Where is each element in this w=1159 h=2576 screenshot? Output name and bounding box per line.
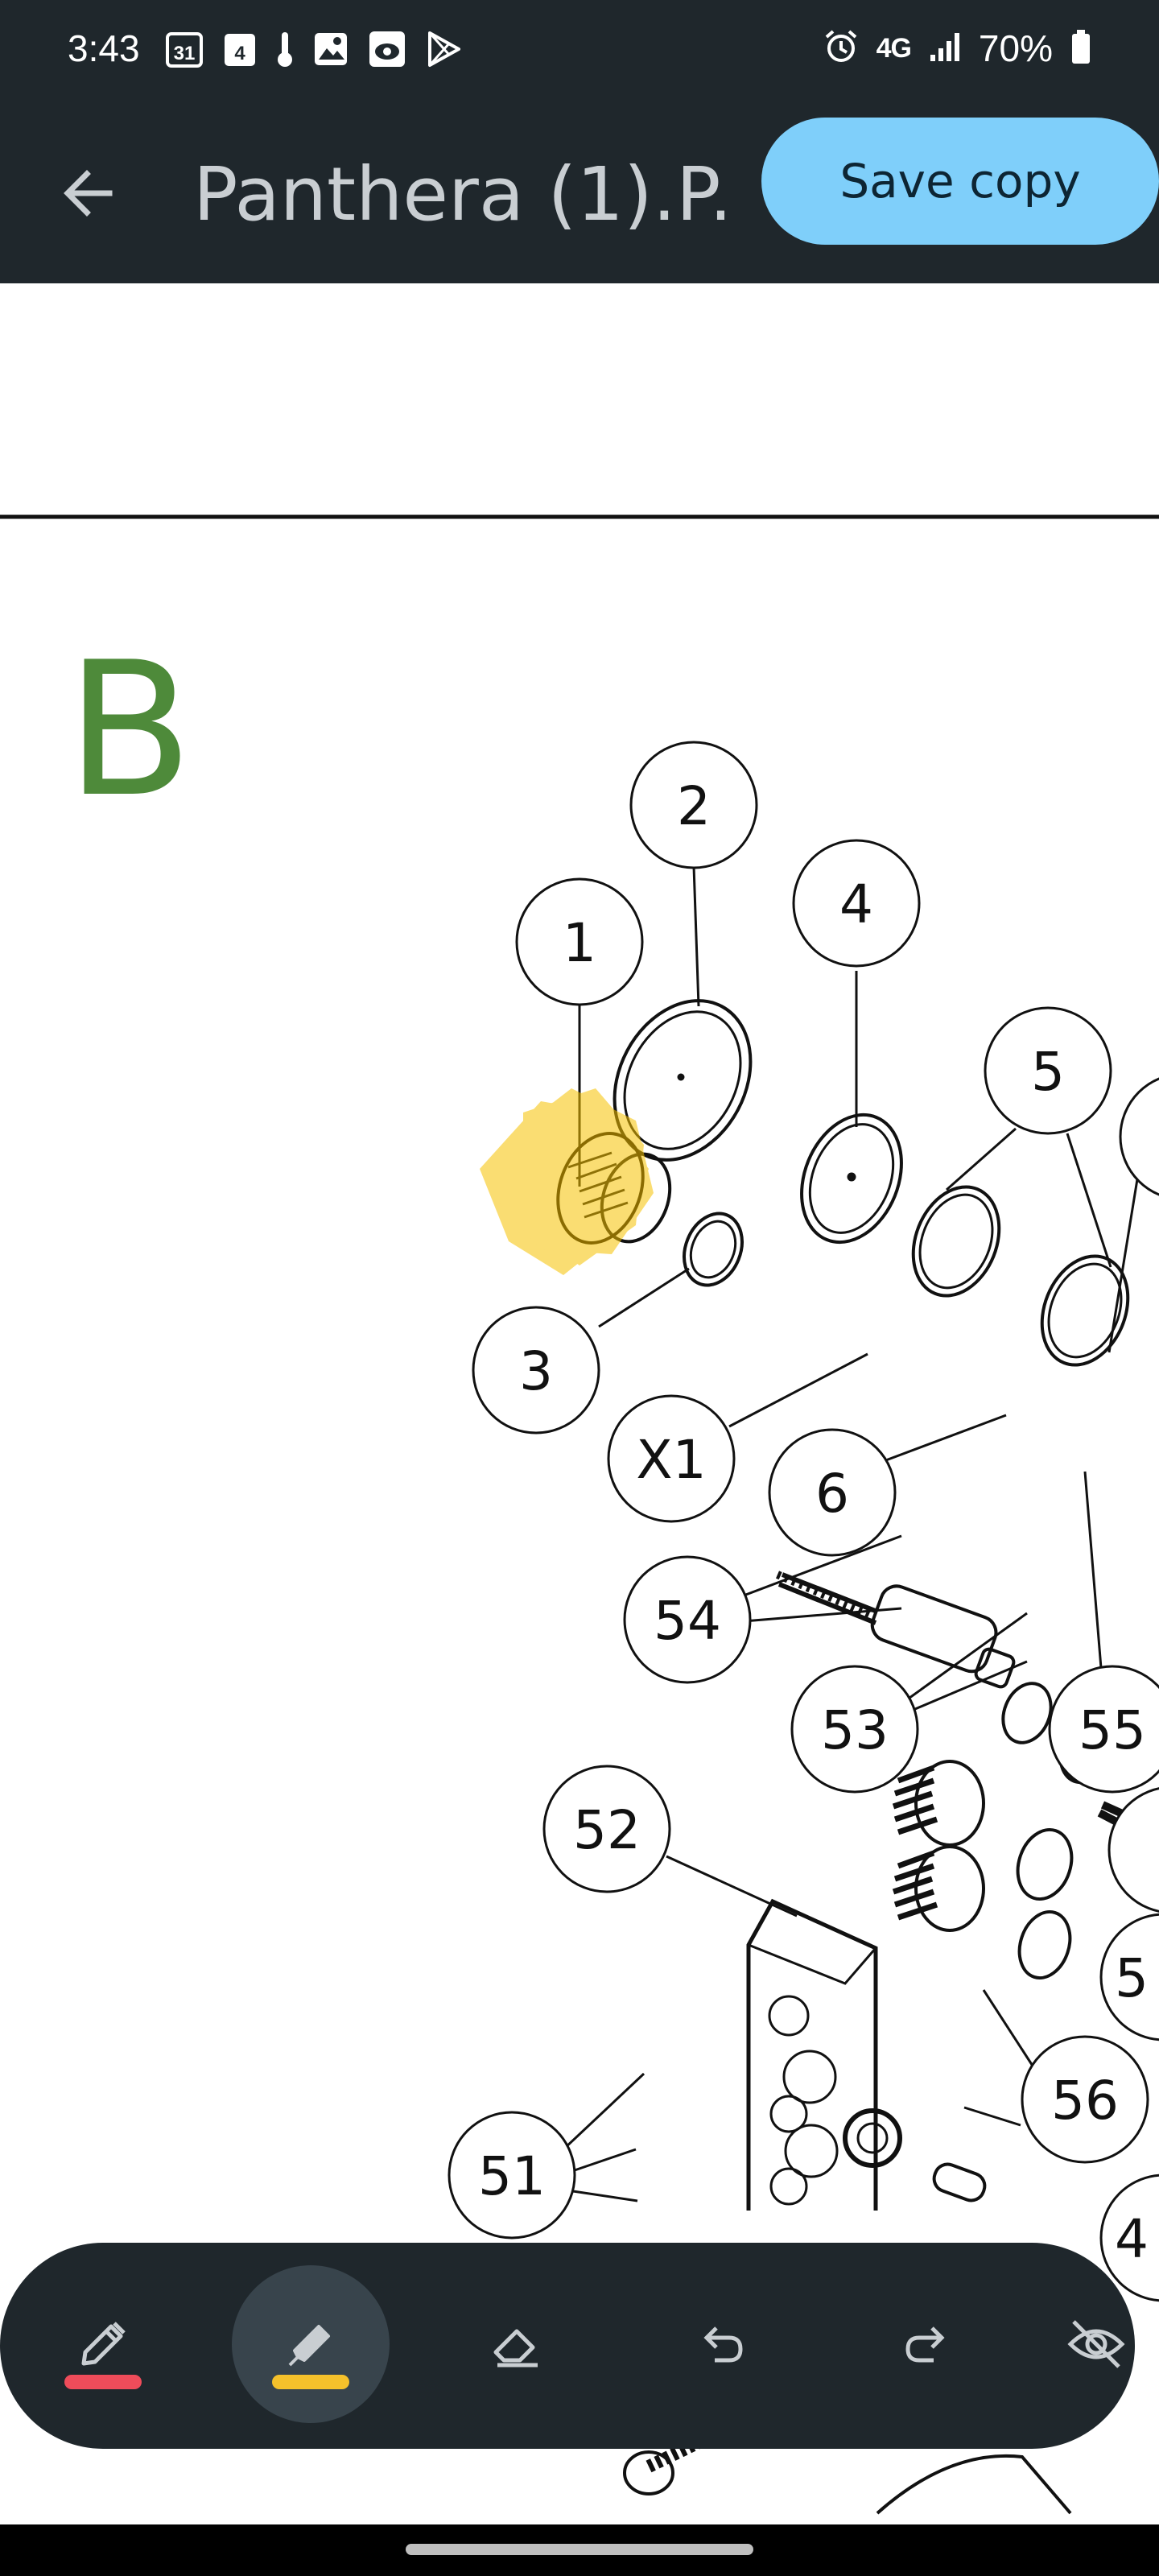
back-button[interactable] — [48, 153, 129, 233]
calendar-31-text: 31 — [174, 43, 196, 64]
balloon-5: 5 — [1031, 1041, 1065, 1103]
highlighter-icon — [288, 2325, 330, 2367]
visibility-off-icon — [1067, 2320, 1125, 2368]
gallery-icon — [312, 31, 349, 68]
status-system-icons: 4G 70% — [823, 24, 1091, 72]
save-copy-button[interactable]: Save copy — [761, 118, 1159, 245]
calendar-4-text: 4 — [234, 43, 245, 64]
home-gesture-handle[interactable] — [406, 2544, 753, 2555]
balloon-6: 6 — [815, 1463, 849, 1525]
eraser-tool-button[interactable] — [438, 2265, 596, 2423]
section-letter: B — [66, 623, 193, 838]
balloon-51: 51 — [478, 2145, 546, 2207]
highlighter-tool-button[interactable] — [232, 2265, 390, 2423]
status-notification-icons: 31 4 — [164, 29, 462, 69]
thermometer-icon — [275, 29, 295, 69]
document-title: Panthera (1).P... — [193, 155, 724, 235]
network-type: 4G — [876, 32, 912, 64]
undo-icon — [703, 2326, 743, 2363]
highlighter-stroke — [480, 1088, 654, 1275]
pen-color-indicator — [64, 2375, 142, 2389]
balloon-3: 3 — [519, 1340, 553, 1402]
status-time: 3:43 — [68, 27, 140, 69]
balloon-56: 56 — [1051, 2070, 1119, 2132]
balloon-4-partial: 4 — [1115, 2208, 1149, 2270]
exploded-view-drawing: B — [0, 514, 1159, 2515]
balloon-55: 55 — [1079, 1699, 1146, 1761]
redo-button[interactable] — [847, 2265, 1004, 2423]
alarm-icon — [823, 29, 859, 68]
signal-icon — [929, 31, 961, 67]
calendar-31-icon: 31 — [164, 29, 204, 69]
arrow-back-icon — [64, 170, 113, 217]
highlighter-color-indicator — [272, 2375, 349, 2389]
balloon-2: 2 — [677, 775, 711, 837]
redo-icon — [905, 2326, 945, 2363]
hide-annotations-button[interactable] — [1017, 2265, 1159, 2423]
annotation-toolbar — [0, 2243, 1135, 2449]
balloon-5-partial: 5 — [1115, 1947, 1149, 2009]
balloon-1: 1 — [563, 912, 596, 974]
balloon-4: 4 — [839, 873, 873, 935]
pen-tool-button[interactable] — [24, 2265, 182, 2423]
play-store-icon — [425, 31, 462, 68]
app-bar: Panthera (1).P... Save copy — [0, 100, 1159, 283]
balloon-53: 53 — [821, 1699, 889, 1761]
battery-icon — [1070, 29, 1091, 68]
pdf-page[interactable]: B — [0, 283, 1159, 2524]
pen-icon — [81, 2322, 126, 2366]
status-bar: 3:43 31 4 — [0, 0, 1159, 100]
balloon-52: 52 — [573, 1799, 641, 1861]
battery-percent: 70% — [978, 27, 1053, 69]
calendar-4-icon: 4 — [222, 29, 258, 69]
eraser-icon — [493, 2329, 538, 2368]
undo-button[interactable] — [644, 2265, 802, 2423]
balloon-54: 54 — [654, 1590, 721, 1652]
balloon-x1: X1 — [636, 1429, 706, 1491]
eye-app-icon — [367, 29, 407, 69]
